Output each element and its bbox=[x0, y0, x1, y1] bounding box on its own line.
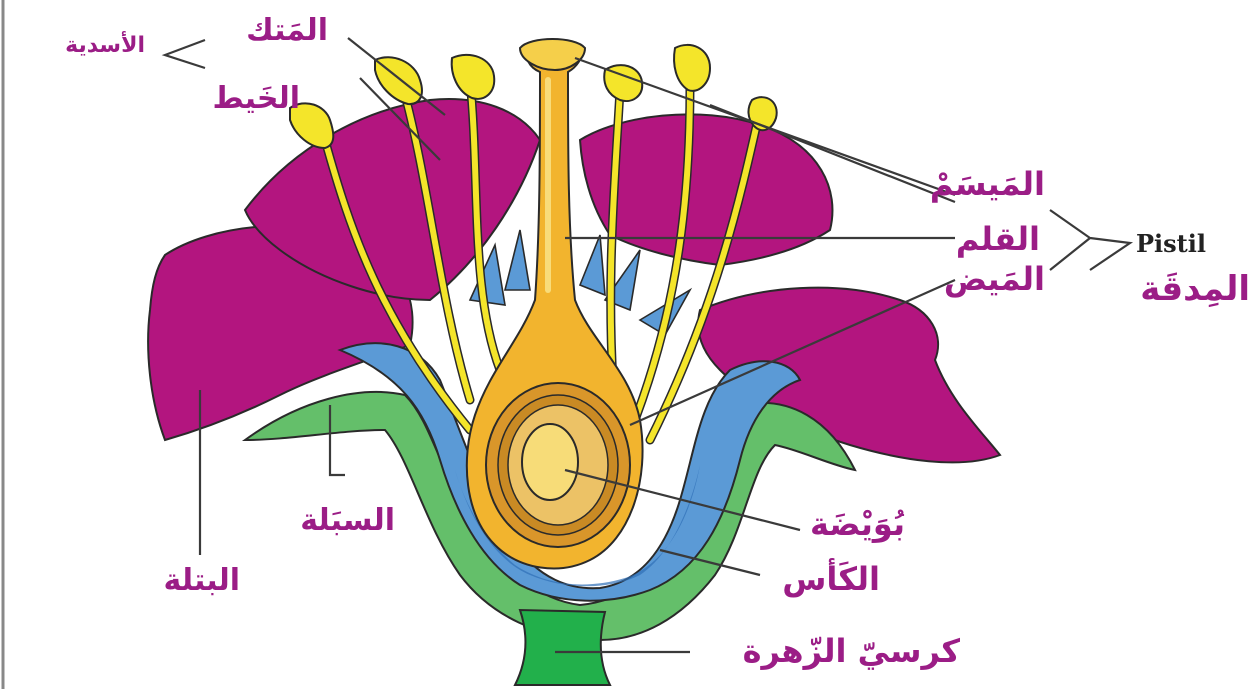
leader-pistil-bracket bbox=[1050, 210, 1130, 270]
label-stigma: المَيسَمْ bbox=[930, 165, 1045, 203]
anther-5 bbox=[674, 45, 710, 91]
leader-androecium bbox=[165, 40, 205, 68]
label-sepal: السبَلة bbox=[300, 503, 395, 538]
label-pistil-ar: المِدقَة bbox=[1140, 269, 1250, 309]
leader-anther bbox=[348, 38, 445, 115]
label-ovary: المَيض bbox=[944, 260, 1045, 298]
anther-3 bbox=[452, 55, 495, 99]
label-ovule: بُوَيْضَة bbox=[810, 505, 905, 543]
label-anther: المَتك bbox=[246, 13, 328, 48]
label-androecium: الأسدية bbox=[65, 30, 145, 58]
ovule-shape bbox=[522, 424, 578, 500]
label-calyx: الكَأس bbox=[782, 558, 880, 598]
label-receptacle: كرسيّ الزّهرة bbox=[743, 632, 961, 670]
label-filament: الخَيط bbox=[212, 81, 300, 116]
receptacle-stem bbox=[515, 610, 610, 685]
label-style: القلم bbox=[956, 220, 1040, 258]
label-petal: البتلة bbox=[164, 563, 240, 598]
label-pistil-en: Pistil bbox=[1136, 229, 1206, 258]
